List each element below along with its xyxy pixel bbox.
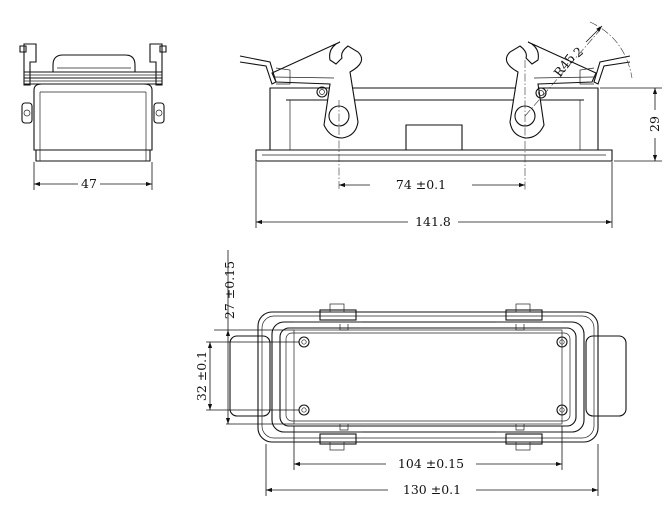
dim-pin-spacing: 74 ±0.1	[396, 177, 446, 192]
top-hardware	[294, 303, 562, 451]
front-view: R45 2 29 74 ±0.1 141.8	[239, 21, 662, 229]
mounting-screws	[298, 336, 568, 416]
dim-outer-length: 130 ±0.1	[403, 482, 461, 497]
dim-side-width: 47	[81, 176, 97, 191]
top-view: 27 ±0.15 32 ±0.1 104 ±0.15 130 ±0.1	[194, 250, 627, 497]
side-view: 47	[19, 43, 167, 191]
dim-overall-length: 141.8	[415, 214, 451, 229]
dim-inner-width: 27 ±0.15	[222, 261, 237, 319]
dim-inner-length: 104 ±0.15	[398, 456, 464, 471]
dim-mount-spacing: 32 ±0.1	[194, 351, 209, 401]
dim-height: 29	[647, 116, 662, 132]
